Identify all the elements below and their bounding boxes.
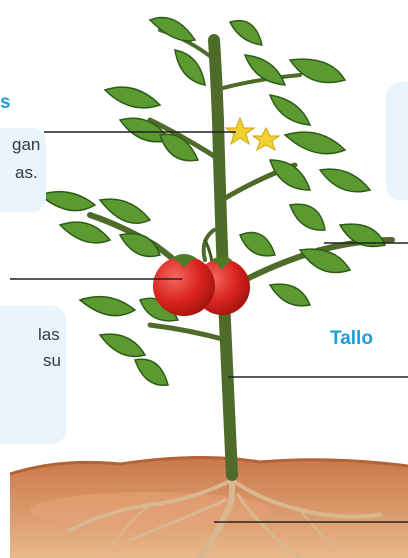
flowers-info-text-line2: as.: [15, 163, 38, 182]
flowers: [224, 116, 281, 152]
fruit-info-text-line1: las: [38, 325, 60, 344]
roots: [68, 467, 382, 558]
tomatoes: [153, 239, 250, 316]
fruit-info-text-line2: su: [43, 351, 61, 370]
stem-title: Tallo: [330, 328, 373, 349]
flowers-info-box: gan as.: [0, 128, 46, 212]
leaf-info-box: [386, 82, 408, 200]
pointer-lines: [10, 131, 408, 523]
leaves: [38, 16, 387, 387]
flowers-title-fragment: s: [0, 92, 11, 113]
flowers-info-text-line1: gan: [12, 135, 41, 154]
fruit-info-box: las su: [0, 306, 66, 444]
